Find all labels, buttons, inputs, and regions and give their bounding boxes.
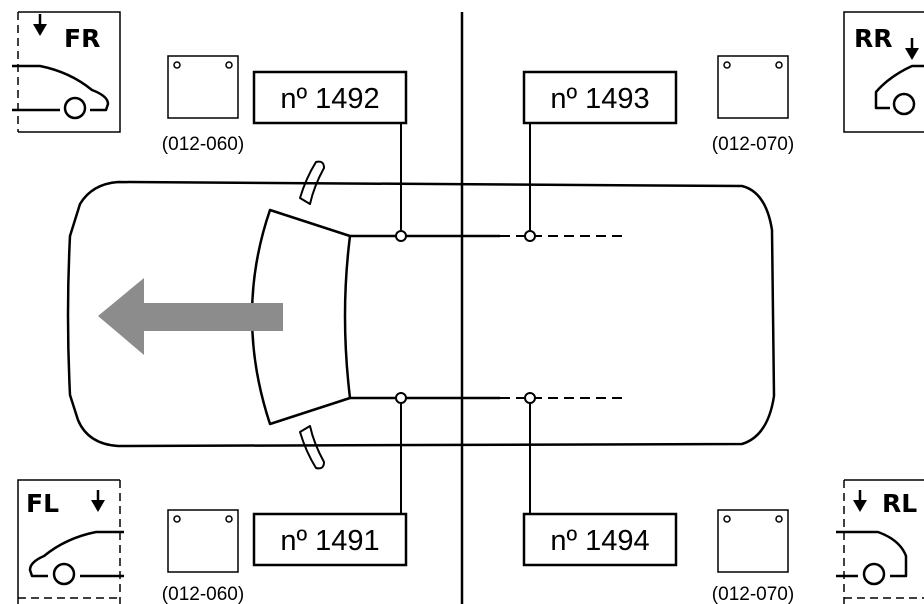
code-top-right: (012-070) bbox=[712, 134, 794, 155]
car-side-icon bbox=[28, 530, 124, 586]
arrow-down-icon bbox=[853, 490, 867, 512]
hose-point-1493 bbox=[524, 230, 536, 242]
part-icon-bottom-left bbox=[167, 509, 239, 573]
label-1491-text: nº 1491 bbox=[280, 525, 379, 557]
leader-lines bbox=[395, 123, 536, 514]
mirror-right-icon bbox=[299, 160, 325, 205]
corner-fl: FL bbox=[17, 479, 124, 604]
car-side-icon bbox=[12, 64, 110, 120]
car-side-icon bbox=[874, 64, 924, 116]
roof-dashes bbox=[500, 234, 622, 400]
code-top-left: (012-060) bbox=[162, 134, 244, 155]
label-box-1492: nº 1492 bbox=[252, 70, 408, 125]
car-side-icon bbox=[836, 530, 908, 586]
part-icon-top-right bbox=[717, 55, 789, 119]
corner-fr-label: FR bbox=[64, 24, 100, 53]
label-1493-text: nº 1493 bbox=[550, 83, 649, 115]
corner-rr-label: RR bbox=[854, 24, 893, 53]
mirror-left-icon bbox=[299, 425, 325, 470]
label-1492-text: nº 1492 bbox=[280, 83, 379, 115]
car-body-outline bbox=[66, 180, 776, 448]
arrow-down-icon bbox=[33, 14, 47, 36]
part-icon-bottom-right bbox=[717, 509, 789, 573]
label-box-1494: nº 1494 bbox=[522, 512, 678, 567]
hose-point-1491 bbox=[395, 392, 407, 404]
code-bottom-right: (012-070) bbox=[712, 584, 794, 604]
label-box-1491: nº 1491 bbox=[252, 512, 408, 567]
hose-point-1492 bbox=[395, 230, 407, 242]
part-icon-top-left bbox=[167, 55, 239, 119]
corner-rl-label: RL bbox=[882, 489, 917, 518]
corner-rr: RR bbox=[843, 11, 924, 133]
corner-fr: FR bbox=[12, 11, 121, 133]
corner-rl: RL bbox=[836, 479, 924, 604]
windshield bbox=[250, 208, 352, 426]
corner-fl-label: FL bbox=[26, 489, 59, 518]
arrow-down-icon bbox=[91, 490, 105, 512]
arrow-down-icon bbox=[905, 38, 919, 60]
label-box-1493: nº 1493 bbox=[522, 70, 678, 125]
hose-point-1494 bbox=[524, 392, 536, 404]
arrow-left-icon bbox=[98, 278, 283, 355]
label-1494-text: nº 1494 bbox=[550, 525, 649, 557]
code-bottom-left: (012-060) bbox=[162, 584, 244, 604]
